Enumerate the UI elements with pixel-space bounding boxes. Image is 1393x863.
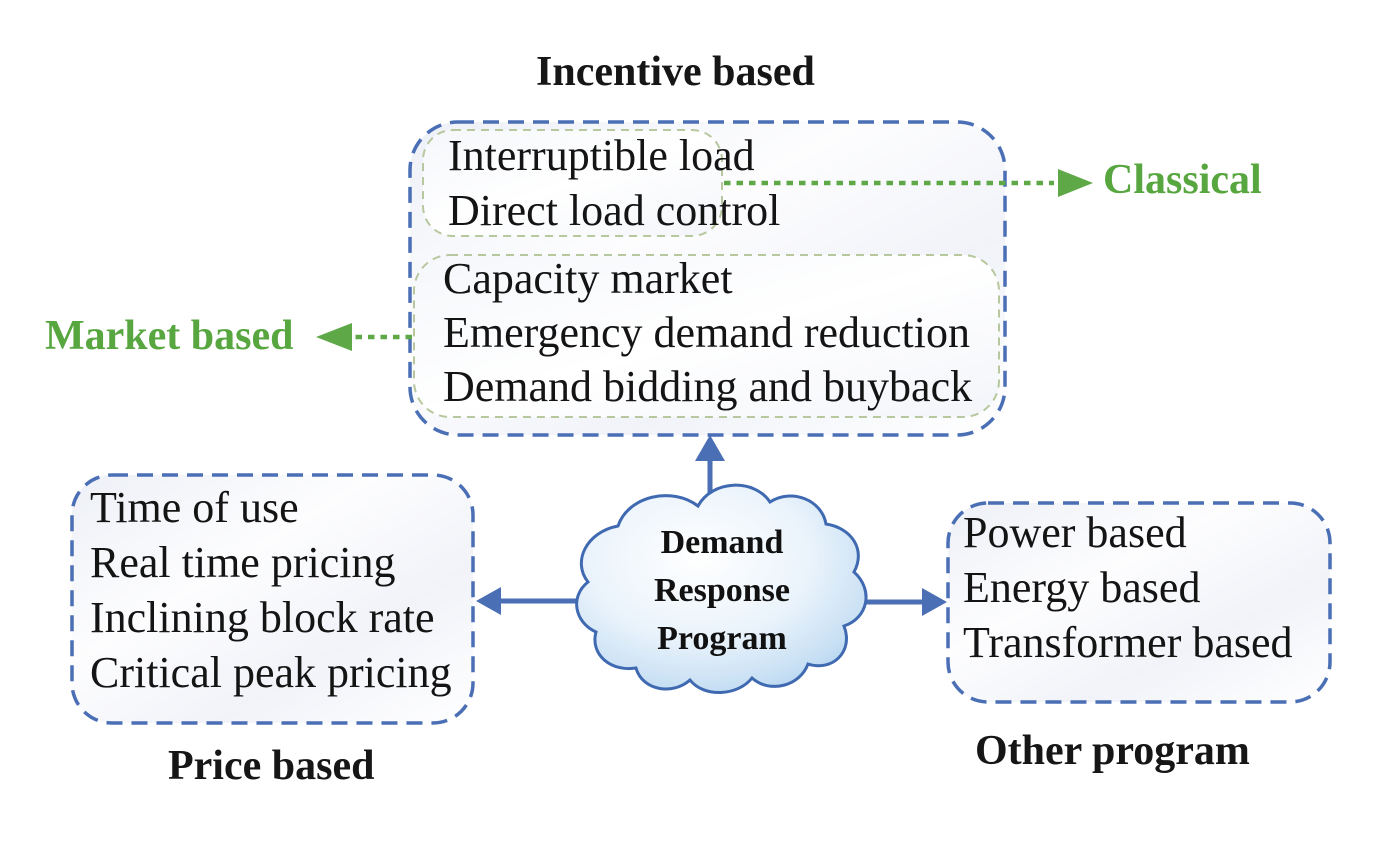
price-item: Inclining block rate [90,593,435,642]
price-item: Real time pricing [90,538,396,587]
incentive-item: Emergency demand reduction [443,308,970,357]
classical-label: Classical [1103,157,1262,203]
market-arrowhead-icon [316,323,352,351]
incentive-item: Demand bidding and buyback [443,362,973,411]
incentive-item: Capacity market [443,254,733,303]
other-item: Transformer based [963,618,1293,667]
other-program-items: Power based Energy based Transformer bas… [963,505,1293,670]
incentive-item: Direct load control [448,186,781,235]
incentive-item: Interruptible load [448,131,755,180]
market-based-label: Market based [45,313,294,359]
other-item: Power based [963,508,1187,557]
incentive-based-label: Incentive based [536,49,815,95]
cloud-label-line: Program [657,620,787,657]
other-item: Energy based [963,563,1201,612]
price-item: Critical peak pricing [90,648,452,697]
cloud-label-line: Demand [660,524,784,561]
market-group-items: Capacity market Emergency demand reducti… [443,252,972,414]
other-program-label: Other program [975,728,1250,774]
left-arrowhead-icon [476,587,501,615]
price-item: Time of use [90,483,299,532]
price-based-items: Time of use Real time pricing Inclining … [90,480,452,700]
right-arrowhead-icon [922,588,947,616]
up-arrowhead-icon [695,435,725,461]
price-based-label: Price based [168,743,375,789]
classical-arrowhead-icon [1058,169,1093,197]
classical-group-items: Interruptible load Direct load control [448,128,780,238]
cloud-label-line: Response [653,572,791,609]
cloud-label: Demand Response Program [602,519,842,663]
